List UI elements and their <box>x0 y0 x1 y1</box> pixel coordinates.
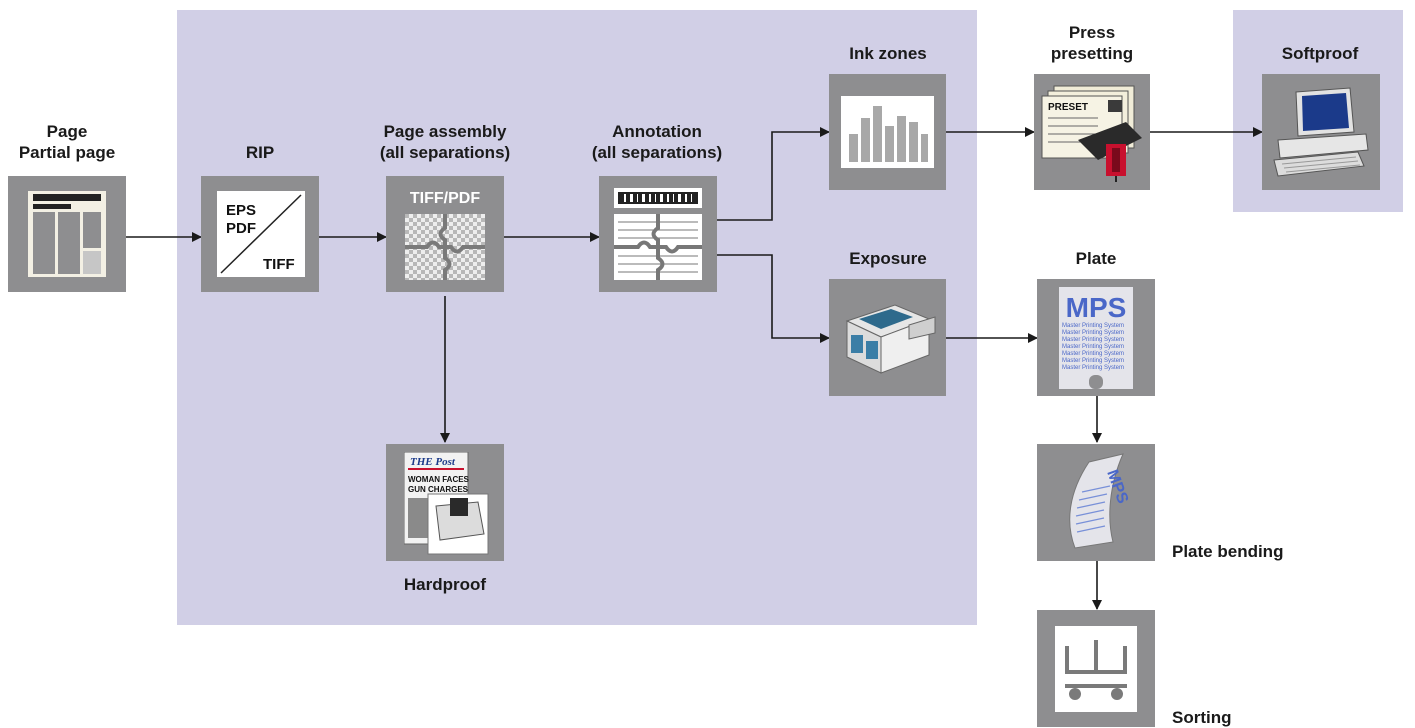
hardproof-node: THE Post WOMAN FACES GUN CHARGES <box>386 444 504 561</box>
plate-bending-node: MPS <box>1037 444 1155 561</box>
svg-text:Master Printing System: Master Printing System <box>1062 358 1124 364</box>
annotated-puzzle-icon <box>614 214 702 280</box>
sorting-label: Sorting <box>1172 708 1232 727</box>
rip-eps-text: EPS <box>226 202 256 219</box>
page-label: Page Partial page <box>18 122 116 162</box>
newspaper-proof-icon: THE Post WOMAN FACES GUN CHARGES <box>404 452 489 555</box>
headline-line-1: WOMAN FACES <box>408 475 470 484</box>
rip-node: EPS PDF TIFF <box>201 176 319 292</box>
rip-tiff-text: TIFF <box>263 256 295 273</box>
plate-bending-label: Plate bending <box>1172 542 1284 561</box>
svg-text:Master Printing System: Master Printing System <box>1062 330 1124 336</box>
arrow-annotation-to-exposure <box>717 254 830 343</box>
puzzle-icon <box>405 214 485 280</box>
annotation-label: Annotation (all separations) <box>591 122 723 162</box>
exposure-node <box>829 279 946 396</box>
hardproof-label: Hardproof <box>403 575 487 594</box>
exposure-label: Exposure <box>849 249 927 268</box>
preset-press-icon: PRESET <box>1041 85 1142 182</box>
rip-conversion-icon: EPS PDF TIFF <box>217 191 305 277</box>
softproof-node <box>1262 74 1380 190</box>
assembly-format-text: TIFF/PDF <box>409 190 481 207</box>
svg-text:Master Printing System: Master Printing System <box>1062 323 1124 329</box>
computer-icon <box>1273 87 1369 177</box>
press-presetting-label: Press presetting <box>1050 23 1134 63</box>
ink-zones-node <box>829 74 946 190</box>
preset-text: PRESET <box>1048 102 1088 113</box>
barcode-icon <box>614 188 702 208</box>
page-assembly-node: TIFF/PDF <box>386 176 504 292</box>
rip-pdf-text: PDF <box>226 220 256 237</box>
platesetter-icon <box>845 304 936 374</box>
press-presetting-node: PRESET <box>1034 74 1150 190</box>
page-assembly-label: Page assembly (all separations) <box>379 122 511 162</box>
ink-zones-label: Ink zones <box>849 44 927 63</box>
sorting-cart-icon <box>1055 626 1137 712</box>
ink-zone-chart-icon <box>841 96 934 168</box>
svg-text:Master Printing System: Master Printing System <box>1062 337 1124 343</box>
newspaper-title-text: THE Post <box>410 456 456 468</box>
sorting-node <box>1037 610 1155 727</box>
plate-label: Plate <box>1075 249 1117 268</box>
mps-text: MPS <box>1066 292 1127 323</box>
bent-plate-icon: MPS <box>1069 453 1131 549</box>
svg-text:Master Printing System: Master Printing System <box>1062 365 1124 371</box>
plate-node: MPS Master Printing System Master Printi… <box>1037 279 1155 396</box>
annotation-node <box>599 176 717 292</box>
rip-label: RIP <box>245 143 275 162</box>
svg-text:Master Printing System: Master Printing System <box>1062 351 1124 357</box>
svg-text:Master Printing System: Master Printing System <box>1062 344 1124 350</box>
softproof-label: Softproof <box>1281 44 1359 63</box>
mps-plate-icon: MPS Master Printing System Master Printi… <box>1059 287 1133 389</box>
arrow-annotation-to-inkzones <box>717 127 830 221</box>
page-layout-icon <box>28 191 106 277</box>
headline-line-2: GUN CHARGES <box>408 485 469 494</box>
page-node <box>8 176 126 292</box>
